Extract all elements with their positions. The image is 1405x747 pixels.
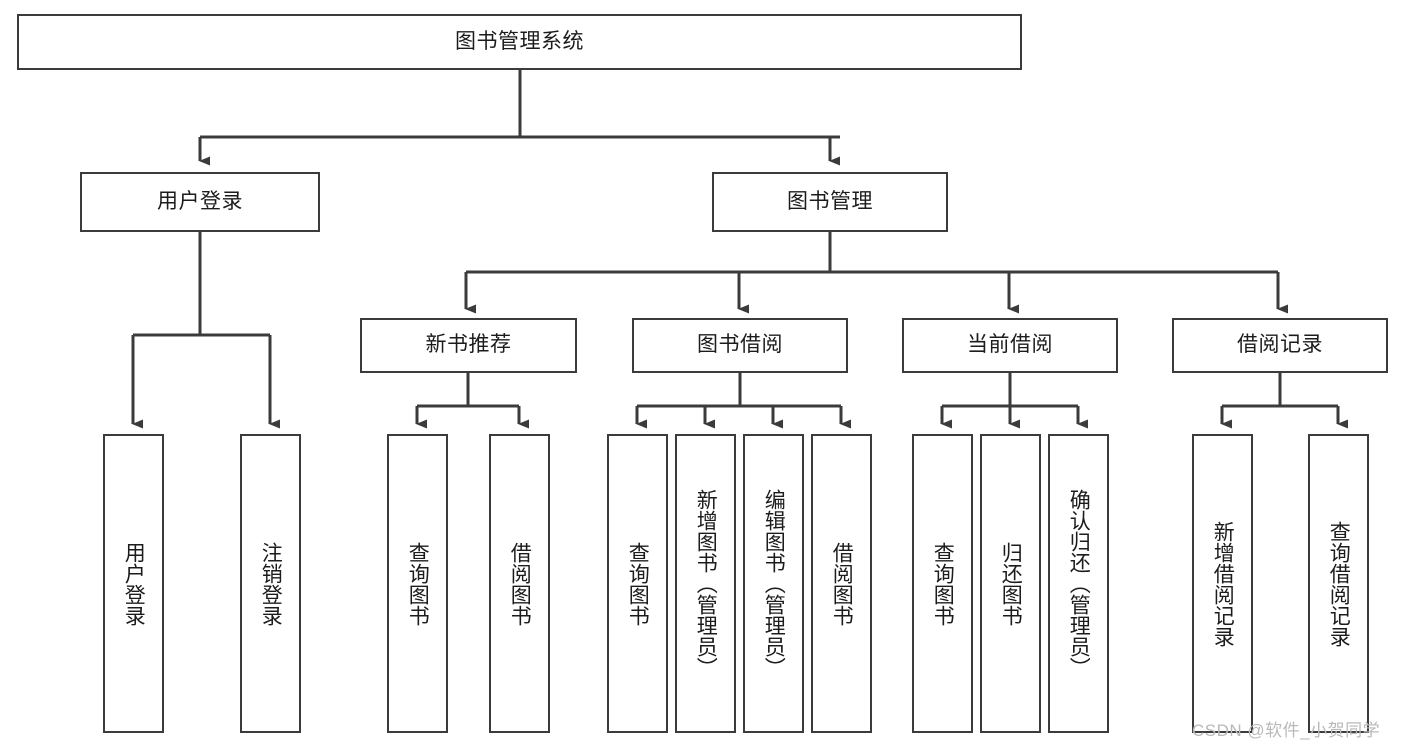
node-leaf-confirm-return[interactable]: 确认归还（管理员）	[1048, 434, 1109, 733]
node-label: 查询借阅记录	[1327, 520, 1351, 647]
node-label: 当前借阅	[967, 333, 1053, 357]
node-label: 新书推荐	[425, 333, 512, 357]
node-borrow-record[interactable]: 借阅记录	[1172, 318, 1388, 373]
node-label: 归还图书	[999, 541, 1023, 626]
node-label: 用户登录	[122, 541, 146, 626]
node-label: 借阅图书	[508, 541, 532, 626]
node-label: 新增图书（管理员）	[694, 489, 718, 678]
node-leaf-edit-book[interactable]: 编辑图书（管理员）	[743, 434, 804, 733]
node-label: 图书借阅	[697, 333, 783, 357]
node-leaf-user-login[interactable]: 用户登录	[103, 434, 164, 733]
node-leaf-query-book-recommend[interactable]: 查询图书	[387, 434, 448, 733]
node-leaf-query-book-borrow[interactable]: 查询图书	[607, 434, 668, 733]
node-leaf-borrow-book-borrow[interactable]: 借阅图书	[811, 434, 872, 733]
node-label: 图书管理系统	[455, 29, 584, 53]
node-leaf-return-book[interactable]: 归还图书	[980, 434, 1041, 733]
node-leaf-add-book[interactable]: 新增图书（管理员）	[675, 434, 736, 733]
node-label: 新增借阅记录	[1211, 520, 1235, 647]
node-label: 用户登录	[157, 189, 243, 213]
node-label: 注销登录	[259, 541, 283, 626]
node-leaf-query-borrow-record[interactable]: 查询借阅记录	[1308, 434, 1369, 733]
node-book-management[interactable]: 图书管理	[712, 172, 948, 232]
node-label: 编辑图书（管理员）	[762, 489, 786, 678]
node-label: 查询图书	[626, 541, 650, 626]
node-new-book-recommend[interactable]: 新书推荐	[360, 318, 577, 373]
node-leaf-logout-login[interactable]: 注销登录	[240, 434, 301, 733]
node-current-borrow[interactable]: 当前借阅	[902, 318, 1118, 373]
node-label: 确认归还（管理员）	[1067, 489, 1091, 678]
node-label: 查询图书	[406, 541, 430, 626]
node-label: 图书管理	[787, 189, 873, 213]
node-leaf-query-book-current[interactable]: 查询图书	[912, 434, 973, 733]
node-root-system[interactable]: 图书管理系统	[17, 14, 1022, 70]
node-label: 查询图书	[931, 541, 955, 626]
node-book-borrow[interactable]: 图书借阅	[632, 318, 848, 373]
node-user-login[interactable]: 用户登录	[80, 172, 320, 232]
node-leaf-borrow-book-recommend[interactable]: 借阅图书	[489, 434, 550, 733]
node-leaf-add-borrow-record[interactable]: 新增借阅记录	[1192, 434, 1253, 733]
node-label: 借阅图书	[830, 541, 854, 626]
node-label: 借阅记录	[1237, 333, 1323, 357]
